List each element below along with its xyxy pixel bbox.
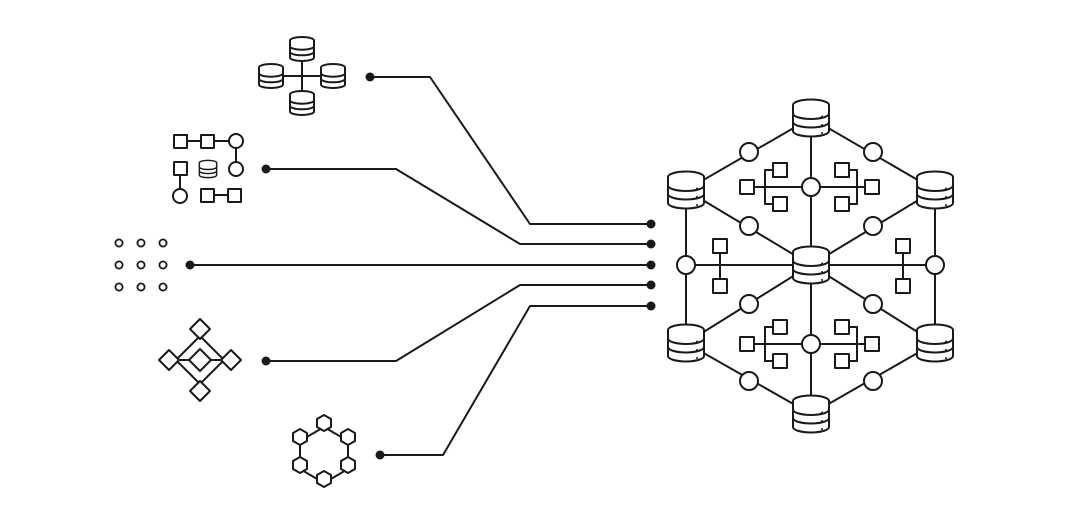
hexagon-ring-icon — [292, 414, 356, 488]
connector-line-2 — [265, 168, 652, 245]
dot-grid-icon — [114, 238, 168, 292]
connector-lines — [185, 72, 656, 460]
diamond-graph-icon — [158, 318, 242, 402]
connector-endpoints — [185, 72, 656, 460]
database-hexagon-network-icon — [667, 98, 954, 434]
connector-line-4 — [265, 284, 652, 362]
distributed-databases-icon — [258, 36, 346, 116]
connector-line-5 — [379, 305, 652, 456]
connector-line-1 — [369, 76, 652, 225]
database-workflow-icon — [172, 133, 244, 204]
